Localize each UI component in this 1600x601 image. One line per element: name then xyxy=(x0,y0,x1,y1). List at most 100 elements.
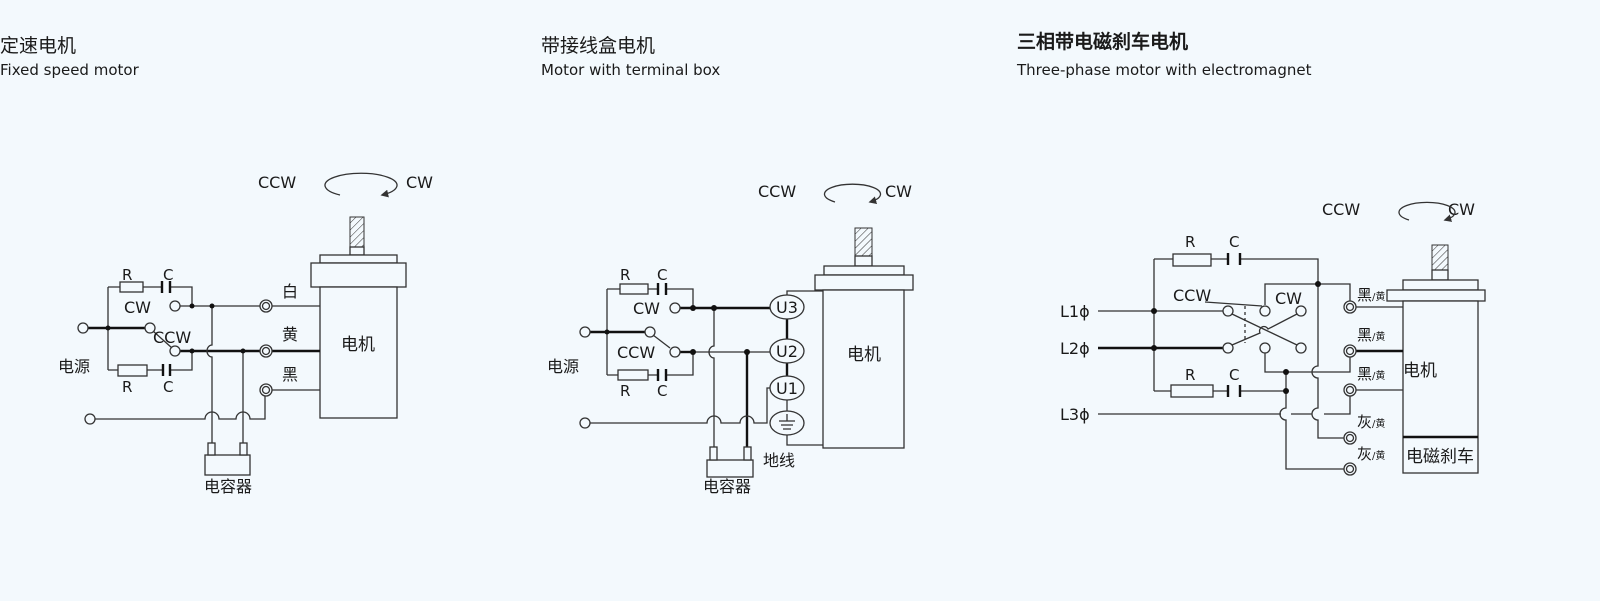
rotation-arrow-icon xyxy=(823,183,882,205)
panel-title-cn: 三相带电磁刹车电机 xyxy=(1017,30,1188,53)
wire-label: 灰/黄 xyxy=(1357,445,1385,463)
motor-label: 电机 xyxy=(847,345,881,365)
power-terminal xyxy=(579,417,591,429)
resistor xyxy=(617,369,649,381)
svg-text:黑/黄: 黑/黄 xyxy=(1357,286,1385,304)
line-l1-label: L1ϕ xyxy=(1060,302,1090,321)
panel-terminal-box-motor: 带接线盒电机 Motor with terminal box CCW CW 电机 xyxy=(541,35,914,496)
r-label: R xyxy=(122,266,132,284)
motor-body xyxy=(1402,300,1479,474)
capacitor xyxy=(706,459,754,478)
capacitor-label: 电容器 xyxy=(204,477,252,496)
switch-ccw-label: CCW xyxy=(153,328,191,347)
ccw-label: CCW xyxy=(258,173,296,192)
svg-text:黑/黄: 黑/黄 xyxy=(1357,326,1385,344)
rotation-indicator: CCW CW xyxy=(258,172,433,198)
r-label: R xyxy=(1185,233,1195,251)
c-label: C xyxy=(1229,233,1239,251)
ground-icon xyxy=(769,410,805,436)
c-label: C xyxy=(163,266,173,284)
power-label: 电源 xyxy=(547,357,579,376)
r-label: R xyxy=(620,266,630,284)
switch-contact-cw xyxy=(669,302,681,314)
switch-contact-cw xyxy=(169,300,181,312)
power-label: 电源 xyxy=(58,357,90,376)
panel-three-phase-brake-motor: 三相带电磁刹车电机 Three-phase motor with electro… xyxy=(1016,30,1486,476)
motor-flange xyxy=(1386,289,1486,302)
svg-text:灰/黄: 灰/黄 xyxy=(1357,413,1385,431)
power-terminal xyxy=(84,413,96,425)
panel-title-cn: 定速电机 xyxy=(0,35,76,57)
svg-text:灰/黄: 灰/黄 xyxy=(1357,445,1385,463)
motor-shaft xyxy=(349,216,365,248)
switch-ccw-label: CCW xyxy=(617,343,655,362)
panel-title-en: Three-phase motor with electromagnet xyxy=(1016,61,1312,79)
terminal-u1: U1 xyxy=(769,375,805,401)
rotation-indicator: CCW CW xyxy=(758,182,912,205)
r-label: R xyxy=(620,382,630,400)
motor-flange xyxy=(814,274,914,291)
wire-terminals xyxy=(259,299,273,397)
c-label: C xyxy=(163,378,173,396)
rotation-indicator: CCW CW xyxy=(1322,200,1475,222)
motor-shaft xyxy=(1431,244,1449,271)
capacitor xyxy=(204,454,251,476)
switch-contact-ccw xyxy=(169,345,181,357)
motor-body xyxy=(319,286,398,419)
motor-label: 电机 xyxy=(1403,361,1437,381)
c-label: C xyxy=(1229,366,1239,384)
svg-text:U1: U1 xyxy=(776,379,798,398)
r-label: R xyxy=(1185,366,1195,384)
wire-label: 黑/黄 xyxy=(1357,326,1385,344)
switch-pivot xyxy=(144,322,156,334)
resistor xyxy=(117,364,148,377)
switch-contacts xyxy=(1222,305,1307,354)
motor: 电机 电磁刹车 xyxy=(1386,244,1486,474)
wire-label-black: 黑 xyxy=(282,365,298,384)
switch-ccw-label: CCW xyxy=(1173,286,1211,305)
switch-cw-label: CW xyxy=(633,299,660,318)
panel-title-en: Fixed speed motor xyxy=(0,61,140,79)
ccw-label: CCW xyxy=(1322,200,1360,219)
wire-label: 灰/黄 xyxy=(1357,413,1385,431)
motor-shaft xyxy=(854,227,873,257)
svg-text:U2: U2 xyxy=(776,342,798,361)
c-label: C xyxy=(657,382,667,400)
wire-label: 黑/黄 xyxy=(1357,286,1385,304)
capacitor-label: 电容器 xyxy=(703,477,751,496)
power-terminal xyxy=(77,322,89,334)
resistor xyxy=(119,281,144,293)
resistor xyxy=(1172,253,1212,267)
ccw-label: CCW xyxy=(758,182,796,201)
r-label: R xyxy=(122,378,132,396)
svg-text:U3: U3 xyxy=(776,298,798,317)
rotation-arrow-icon xyxy=(324,172,398,198)
power-terminal xyxy=(579,326,591,338)
panel-title-en: Motor with terminal box xyxy=(541,61,720,79)
wire-terminals xyxy=(1343,300,1357,476)
panel-fixed-speed-motor: 定速电机 Fixed speed motor CCW CW 电机 xyxy=(0,35,433,496)
line-l3-label: L3ϕ xyxy=(1060,405,1090,424)
line-l2-label: L2ϕ xyxy=(1060,339,1090,358)
terminal-u2: U2 xyxy=(769,338,805,364)
svg-text:黑/黄: 黑/黄 xyxy=(1357,365,1385,383)
switch-cw-label: CW xyxy=(124,298,151,317)
capacitor-symbol xyxy=(160,281,172,293)
ground-label: 地线 xyxy=(763,451,795,470)
motor-body xyxy=(822,289,905,449)
motor-flange xyxy=(310,262,407,288)
switch-contact-ccw xyxy=(669,346,681,358)
switch-pivot xyxy=(644,326,656,338)
switch-cw-label: CW xyxy=(1275,289,1302,308)
terminal-u3: U3 xyxy=(769,294,805,320)
wire-label-white: 白 xyxy=(282,282,298,301)
resistor xyxy=(1170,384,1214,398)
motor: 电机 xyxy=(814,227,914,449)
resistor xyxy=(619,283,649,295)
cw-label: CW xyxy=(885,182,912,201)
rotation-arrow-icon xyxy=(1398,201,1456,222)
wire-label: 黑/黄 xyxy=(1357,365,1385,383)
motor: 电机 xyxy=(310,216,407,419)
wire-label-yellow: 黄 xyxy=(282,325,298,344)
